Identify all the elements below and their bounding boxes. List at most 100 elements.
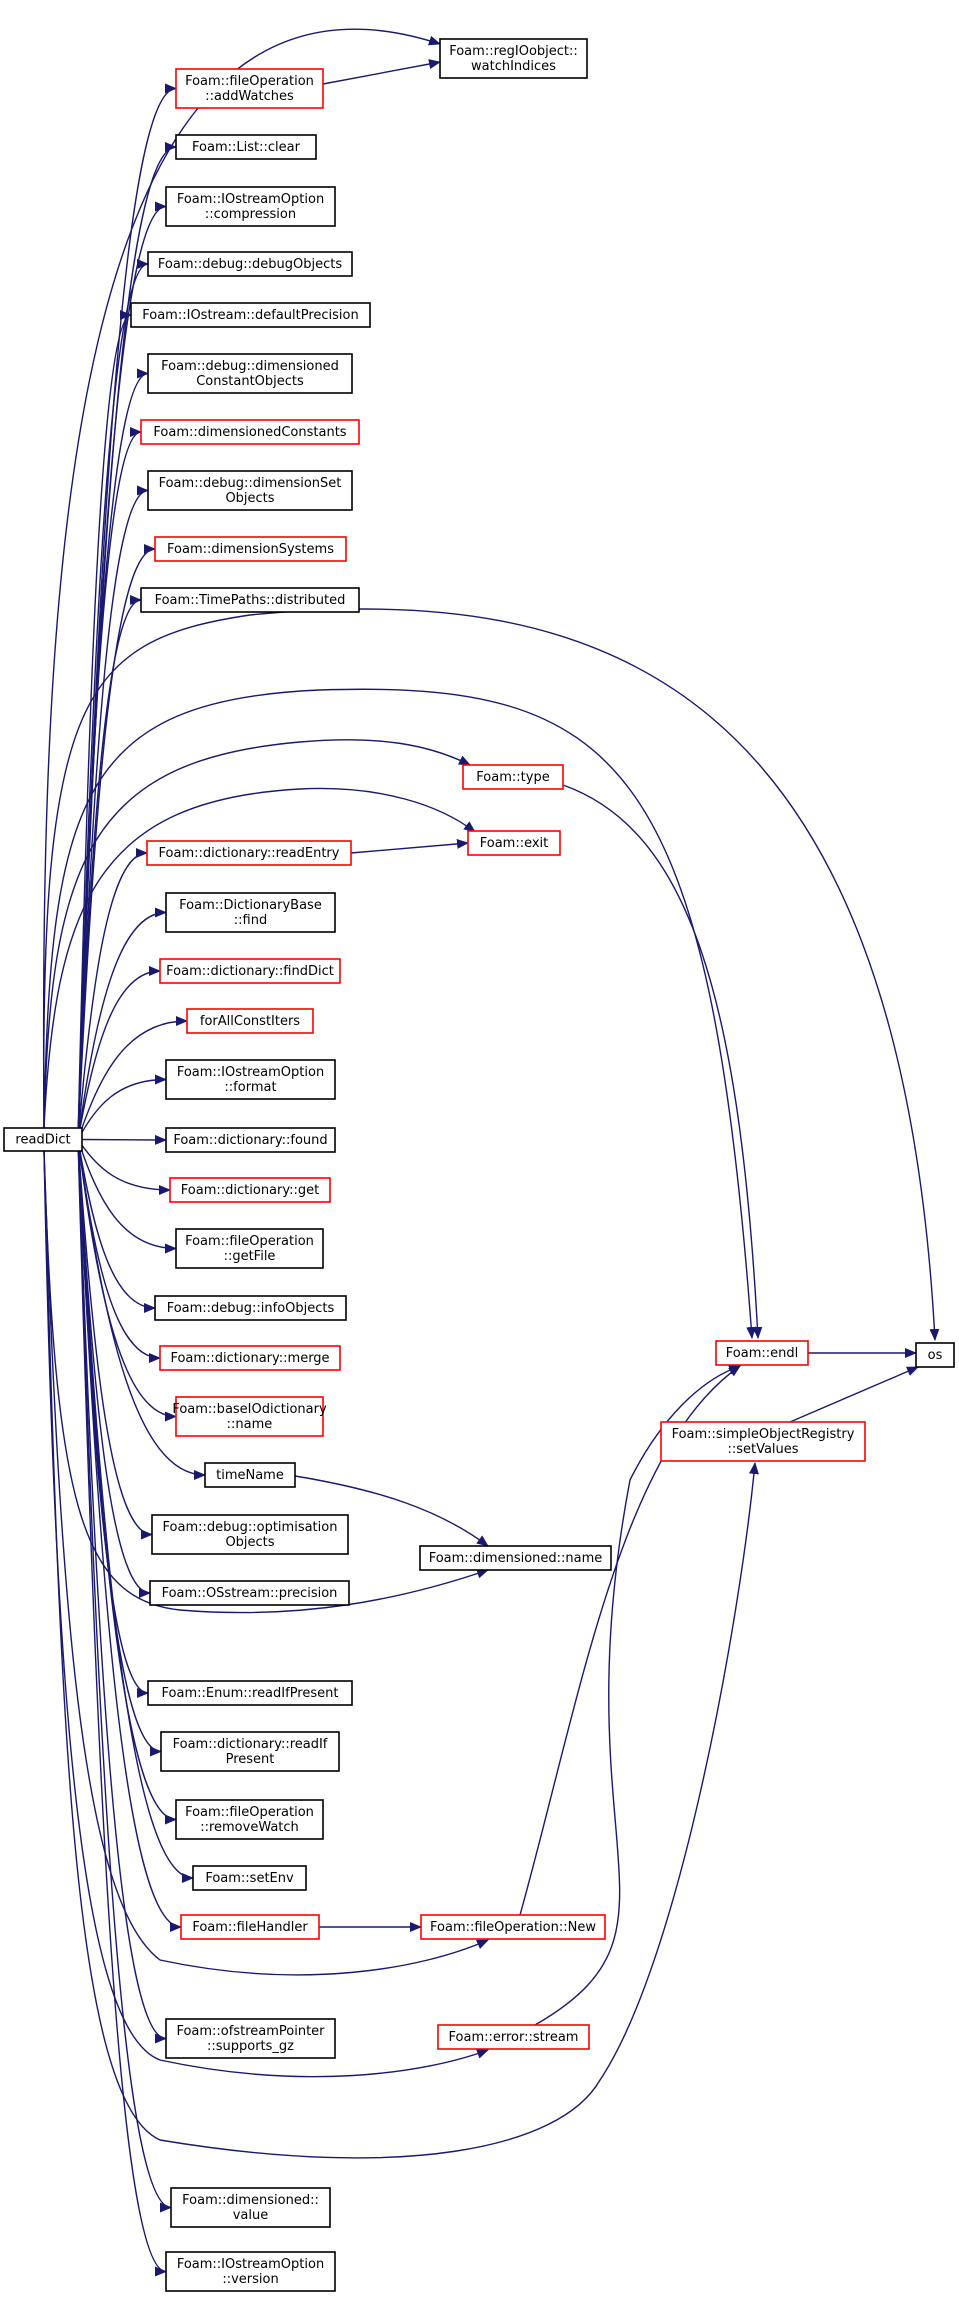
node-box[interactable] bbox=[467, 830, 561, 856]
node-box[interactable] bbox=[175, 1228, 324, 1269]
node-box[interactable] bbox=[159, 958, 341, 984]
node-box[interactable] bbox=[165, 186, 336, 227]
node-box[interactable] bbox=[165, 2251, 336, 2292]
node-box[interactable] bbox=[151, 1514, 349, 1555]
node-find[interactable]: Foam::DictionaryBase::find bbox=[165, 892, 336, 933]
node-box[interactable] bbox=[715, 1340, 809, 1366]
node-box[interactable] bbox=[170, 2187, 331, 2228]
node-box[interactable] bbox=[140, 419, 360, 445]
node-box[interactable] bbox=[419, 1545, 612, 1571]
edge-readDict-to-os bbox=[43, 608, 940, 1341]
node-box[interactable] bbox=[160, 1731, 340, 1772]
node-box[interactable] bbox=[660, 1421, 866, 1462]
node-box[interactable] bbox=[165, 1059, 336, 1100]
node-label: Foam::debug::dimensionSet bbox=[159, 476, 342, 491]
node-box[interactable] bbox=[437, 2024, 590, 2050]
node-box[interactable] bbox=[165, 892, 336, 933]
edge-readDict-to-optObjects bbox=[77, 1139, 153, 1540]
node-watchIndices[interactable]: Foam::regIOobject::watchIndices bbox=[439, 38, 588, 79]
node-box[interactable] bbox=[147, 251, 353, 277]
node-label: Foam::IOstream::defaultPrecision bbox=[142, 308, 359, 323]
node-label: watchIndices bbox=[471, 59, 556, 74]
edge-readDict-to-type bbox=[43, 739, 471, 1129]
node-get[interactable]: Foam::dictionary::get bbox=[169, 1177, 331, 1203]
node-box[interactable] bbox=[192, 1865, 307, 1891]
node-defaultPrecision[interactable]: Foam::IOstream::defaultPrecision bbox=[130, 302, 371, 328]
node-findDict[interactable]: Foam::dictionary::findDict bbox=[159, 958, 341, 984]
node-os[interactable]: os bbox=[915, 1342, 955, 1368]
node-distributed[interactable]: Foam::TimePaths::distributed bbox=[140, 587, 360, 613]
node-infoObjects[interactable]: Foam::debug::infoObjects bbox=[154, 1295, 347, 1321]
node-debugObjects[interactable]: Foam::debug::debugObjects bbox=[147, 251, 353, 277]
node-New[interactable]: Foam::fileOperation::New bbox=[420, 1914, 606, 1940]
node-exit[interactable]: Foam::exit bbox=[467, 830, 561, 856]
node-box[interactable] bbox=[420, 1914, 606, 1940]
node-label: os bbox=[928, 1348, 943, 1363]
node-getFile[interactable]: Foam::fileOperation::getFile bbox=[175, 1228, 324, 1269]
node-endl[interactable]: Foam::endl bbox=[715, 1340, 809, 1366]
node-box[interactable] bbox=[186, 1008, 314, 1034]
node-label: Foam::OSstream::precision bbox=[162, 1586, 338, 1601]
node-merge[interactable]: Foam::dictionary::merge bbox=[159, 1345, 341, 1371]
node-format[interactable]: Foam::IOstreamOption::format bbox=[165, 1059, 336, 1100]
node-compression[interactable]: Foam::IOstreamOption::compression bbox=[165, 186, 336, 227]
node-setValues[interactable]: Foam::simpleObjectRegistry::setValues bbox=[660, 1421, 866, 1462]
node-timeName[interactable]: timeName bbox=[204, 1462, 296, 1488]
node-fileHandler[interactable]: Foam::fileHandler bbox=[180, 1914, 320, 1940]
node-box[interactable] bbox=[154, 536, 347, 562]
node-box[interactable] bbox=[175, 1799, 324, 1840]
node-type[interactable]: Foam::type bbox=[462, 764, 564, 790]
node-box[interactable] bbox=[175, 68, 324, 109]
node-box[interactable] bbox=[147, 353, 353, 394]
node-readIfPresentEnum[interactable]: Foam::Enum::readIfPresent bbox=[147, 1680, 353, 1706]
node-found[interactable]: Foam::dictionary::found bbox=[165, 1127, 336, 1153]
node-box[interactable] bbox=[165, 1127, 336, 1153]
node-box[interactable] bbox=[165, 2018, 336, 2059]
node-box[interactable] bbox=[3, 1127, 83, 1152]
node-readIfPresentDict[interactable]: Foam::dictionary::readIfPresent bbox=[160, 1731, 340, 1772]
node-precision[interactable]: Foam::OSstream::precision bbox=[149, 1580, 350, 1606]
node-box[interactable] bbox=[915, 1342, 955, 1368]
node-box[interactable] bbox=[130, 302, 371, 328]
node-clear[interactable]: Foam::List::clear bbox=[175, 134, 317, 160]
node-label: Foam::fileOperation bbox=[185, 1805, 314, 1820]
node-supportsGz[interactable]: Foam::ofstreamPointer::supports_gz bbox=[165, 2018, 336, 2059]
node-dimensionedConstants[interactable]: Foam::dimensionedConstants bbox=[140, 419, 360, 445]
node-value[interactable]: Foam::dimensioned::value bbox=[170, 2187, 331, 2228]
node-dimensionSystems[interactable]: Foam::dimensionSystems bbox=[154, 536, 347, 562]
node-box[interactable] bbox=[147, 1680, 353, 1706]
node-box[interactable] bbox=[439, 38, 588, 79]
node-dimName[interactable]: Foam::dimensioned::name bbox=[419, 1545, 612, 1571]
node-box[interactable] bbox=[204, 1462, 296, 1488]
node-addWatches[interactable]: Foam::fileOperation::addWatches bbox=[175, 68, 324, 109]
node-setEnv[interactable]: Foam::setEnv bbox=[192, 1865, 307, 1891]
node-box[interactable] bbox=[154, 1295, 347, 1321]
edge-addWatches-to-watchIndices bbox=[322, 59, 441, 85]
node-version[interactable]: Foam::IOstreamOption::version bbox=[165, 2251, 336, 2292]
node-baseName[interactable]: Foam::baseIOdictionary::name bbox=[172, 1396, 327, 1437]
node-label: Foam::Enum::readIfPresent bbox=[162, 1686, 339, 1701]
node-box[interactable] bbox=[462, 764, 564, 790]
node-box[interactable] bbox=[175, 1396, 324, 1437]
node-box[interactable] bbox=[149, 1580, 350, 1606]
node-box[interactable] bbox=[140, 587, 360, 613]
node-label: ::supports_gz bbox=[207, 2039, 294, 2054]
node-stream[interactable]: Foam::error::stream bbox=[437, 2024, 590, 2050]
node-box[interactable] bbox=[147, 470, 353, 511]
node-box[interactable] bbox=[159, 1345, 341, 1371]
node-forAllConstIters[interactable]: forAllConstIters bbox=[186, 1008, 314, 1034]
node-box[interactable] bbox=[169, 1177, 331, 1203]
edge-readDict-to-format bbox=[77, 1074, 167, 1140]
node-box[interactable] bbox=[146, 840, 352, 866]
node-box[interactable] bbox=[180, 1914, 320, 1940]
node-readDict[interactable]: readDict bbox=[3, 1127, 83, 1152]
node-label: ::getFile bbox=[224, 1249, 276, 1264]
edge-readDict-to-readEntry bbox=[77, 848, 148, 1140]
node-readEntry[interactable]: Foam::dictionary::readEntry bbox=[146, 840, 352, 866]
node-label: Foam::debug::debugObjects bbox=[158, 257, 342, 272]
node-removeWatch[interactable]: Foam::fileOperation::removeWatch bbox=[175, 1799, 324, 1840]
node-box[interactable] bbox=[175, 134, 317, 160]
